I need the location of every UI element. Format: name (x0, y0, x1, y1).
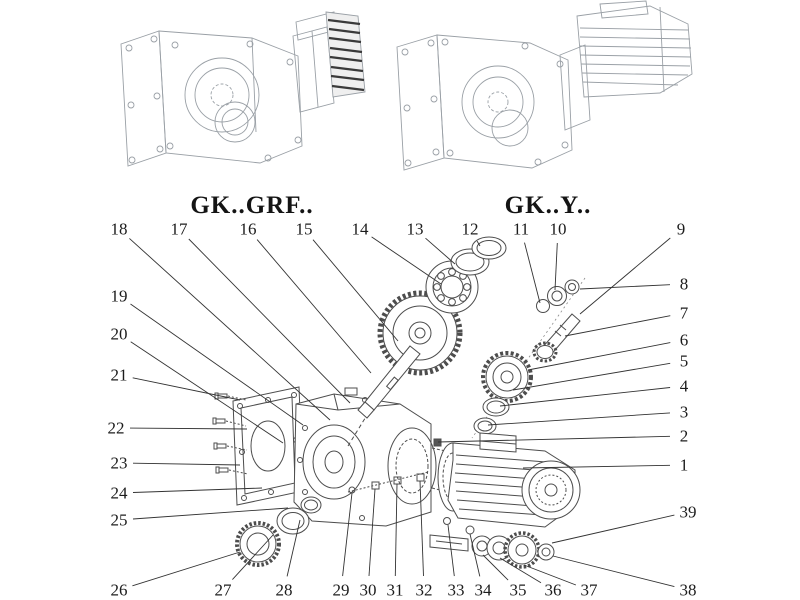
leader-line-37 (523, 564, 577, 586)
leader-line-9 (579, 237, 671, 315)
input-gear-and-shaft (357, 290, 463, 419)
leader-line-22 (129, 427, 248, 430)
part-number-21: 21 (110, 365, 128, 385)
part-number-5: 5 (679, 351, 689, 371)
leader-line-15 (312, 239, 399, 342)
part-number-39: 39 (679, 502, 697, 522)
part-number-33: 33 (447, 580, 465, 600)
leader-line-25 (132, 507, 289, 520)
pinion-shaft-assembly (532, 279, 581, 363)
part-number-18: 18 (110, 219, 128, 239)
part-number-31: 31 (386, 580, 404, 600)
part-number-1: 1 (679, 455, 689, 475)
leader-line-13 (425, 237, 456, 265)
leader-line-2 (437, 435, 671, 443)
part-number-37: 37 (580, 580, 598, 600)
leader-line-39 (551, 514, 675, 544)
leader-line-38 (552, 555, 675, 588)
part-number-26: 26 (110, 580, 128, 600)
part-number-29: 29 (332, 580, 350, 600)
leader-line-3 (487, 412, 671, 426)
intermediate-gear-set (473, 351, 533, 435)
leader-line-34 (469, 533, 481, 577)
leader-line-36 (499, 557, 542, 584)
leader-line-11 (524, 242, 541, 304)
part-number-24: 24 (110, 483, 128, 503)
leader-line-18 (129, 238, 331, 421)
gearbox-y-drawing (396, 0, 693, 171)
leader-line-31 (394, 483, 398, 577)
leader-line-35 (482, 554, 509, 581)
leader-line-20 (130, 341, 284, 444)
part-number-16: 16 (239, 219, 257, 239)
gearbox-grf-drawing (120, 11, 366, 167)
part-number-36: 36 (544, 580, 562, 600)
part-number-28: 28 (275, 580, 293, 600)
leader-line-14 (371, 236, 442, 285)
part-number-20: 20 (110, 324, 128, 344)
part-number-17: 17 (170, 219, 188, 239)
electric-motor (431, 432, 581, 528)
part-number-13: 13 (406, 219, 424, 239)
leader-line-16 (256, 239, 372, 374)
part-number-19: 19 (110, 286, 128, 306)
part-number-10: 10 (549, 219, 567, 239)
leader-line-24 (132, 487, 263, 493)
part-number-3: 3 (679, 402, 689, 422)
leader-line-30 (368, 488, 376, 577)
leader-line-17 (188, 238, 351, 404)
part-number-9: 9 (676, 219, 686, 239)
part-number-27: 27 (214, 580, 232, 600)
part-number-7: 7 (679, 303, 689, 323)
leader-line-12 (476, 240, 481, 247)
part-number-38: 38 (679, 580, 697, 600)
part-number-25: 25 (110, 510, 128, 530)
leader-line-28 (286, 519, 301, 577)
part-number-14: 14 (351, 219, 369, 239)
retaining-rings (450, 236, 507, 276)
leader-line-4 (499, 387, 671, 407)
leader-line-23 (132, 462, 241, 466)
part-number-23: 23 (110, 453, 128, 473)
part-number-32: 32 (415, 580, 433, 600)
leader-lines (129, 236, 675, 588)
leader-line-19 (130, 303, 304, 426)
leader-line-7 (564, 315, 671, 337)
leader-line-10 (554, 242, 558, 291)
variant-title-gk-y: GK..Y.. (504, 192, 592, 219)
mounting-flange-plate (232, 386, 304, 506)
part-number-8: 8 (679, 274, 689, 294)
part-number-15: 15 (295, 219, 313, 239)
part-number-30: 30 (359, 580, 377, 600)
leader-line-32 (419, 480, 424, 577)
leader-line-6 (527, 342, 671, 371)
part-number-12: 12 (461, 219, 479, 239)
part-number-35: 35 (509, 580, 527, 600)
leader-line-29 (342, 492, 353, 577)
flange-bolts (212, 392, 249, 475)
part-number-2: 2 (679, 426, 689, 446)
part-number-6: 6 (679, 330, 689, 350)
bearing-cover-rings (235, 496, 322, 567)
leader-line-8 (579, 284, 671, 290)
part-number-22: 22 (107, 418, 125, 438)
leader-line-33 (447, 524, 455, 577)
leader-line-26 (132, 551, 241, 587)
leader-line-27 (232, 534, 274, 580)
part-number-34: 34 (474, 580, 492, 600)
part-number-4: 4 (679, 376, 689, 396)
output-shaft-assembly (429, 531, 555, 569)
exploded-view (212, 236, 586, 569)
leader-line-5 (512, 362, 671, 391)
leader-line-21 (132, 377, 241, 401)
leader-line-1 (522, 464, 671, 469)
part-number-11: 11 (512, 219, 530, 239)
variant-title-gk-grf: GK..GRF.. (190, 192, 314, 219)
